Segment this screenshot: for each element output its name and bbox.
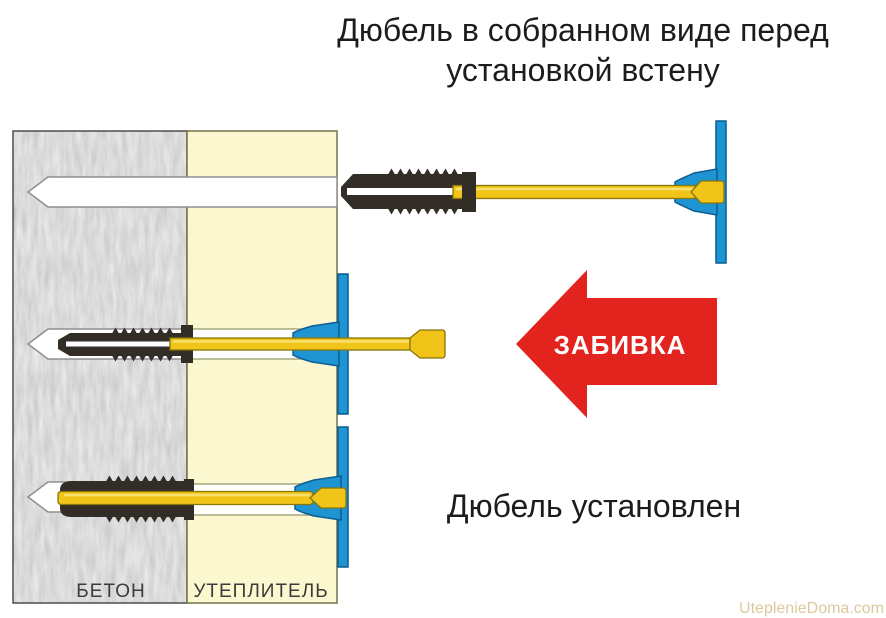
nail-shaft-highlight — [64, 493, 310, 497]
concrete-layer — [13, 131, 187, 603]
stage-installed-dowel — [26, 426, 349, 568]
watermark: UteplenieDoma.com — [739, 600, 884, 617]
drilled-hole-icon — [26, 176, 338, 208]
diagram-title: Дюбель в собранном виде перед установкой… — [337, 12, 829, 88]
nail-head — [409, 329, 446, 359]
concrete-label: БЕТОН — [76, 581, 145, 602]
wall-cross-section — [12, 130, 338, 604]
sleeve-flange — [462, 172, 476, 212]
driving-arrow: ЗАБИВКА — [516, 270, 717, 418]
sleeve-slot — [347, 188, 457, 195]
sleeve-ribs-top — [106, 475, 176, 482]
stage-assembled-dowel — [26, 120, 727, 264]
nail-shaft — [169, 337, 413, 351]
insulation-label: УТЕПЛИТЕЛЬ — [193, 581, 328, 602]
nail-head — [309, 487, 347, 509]
title-line-2: установкой встену — [446, 52, 720, 88]
sleeve-ribs-bottom — [106, 516, 176, 523]
sleeve-ribs-top — [112, 327, 173, 334]
sleeve-ribs-top — [388, 168, 458, 175]
nail-shaft — [57, 490, 314, 506]
sleeve-slot — [66, 341, 172, 347]
arrow-label: ЗАБИВКА — [554, 330, 687, 360]
title-line-1: Дюбель в собранном виде перед — [337, 12, 829, 48]
nail-shaft — [452, 184, 696, 200]
left-arrow-icon — [516, 270, 717, 418]
nail-head — [690, 180, 725, 204]
nail-shaft-highlight — [173, 340, 409, 343]
stage-driving-dowel — [26, 273, 446, 415]
sleeve-ribs-bottom — [112, 355, 173, 362]
installed-caption: Дюбель установлен — [447, 488, 741, 524]
nail-shaft-highlight — [456, 187, 692, 191]
insulation-layer — [186, 130, 338, 604]
sleeve-ribs-bottom — [388, 208, 458, 215]
